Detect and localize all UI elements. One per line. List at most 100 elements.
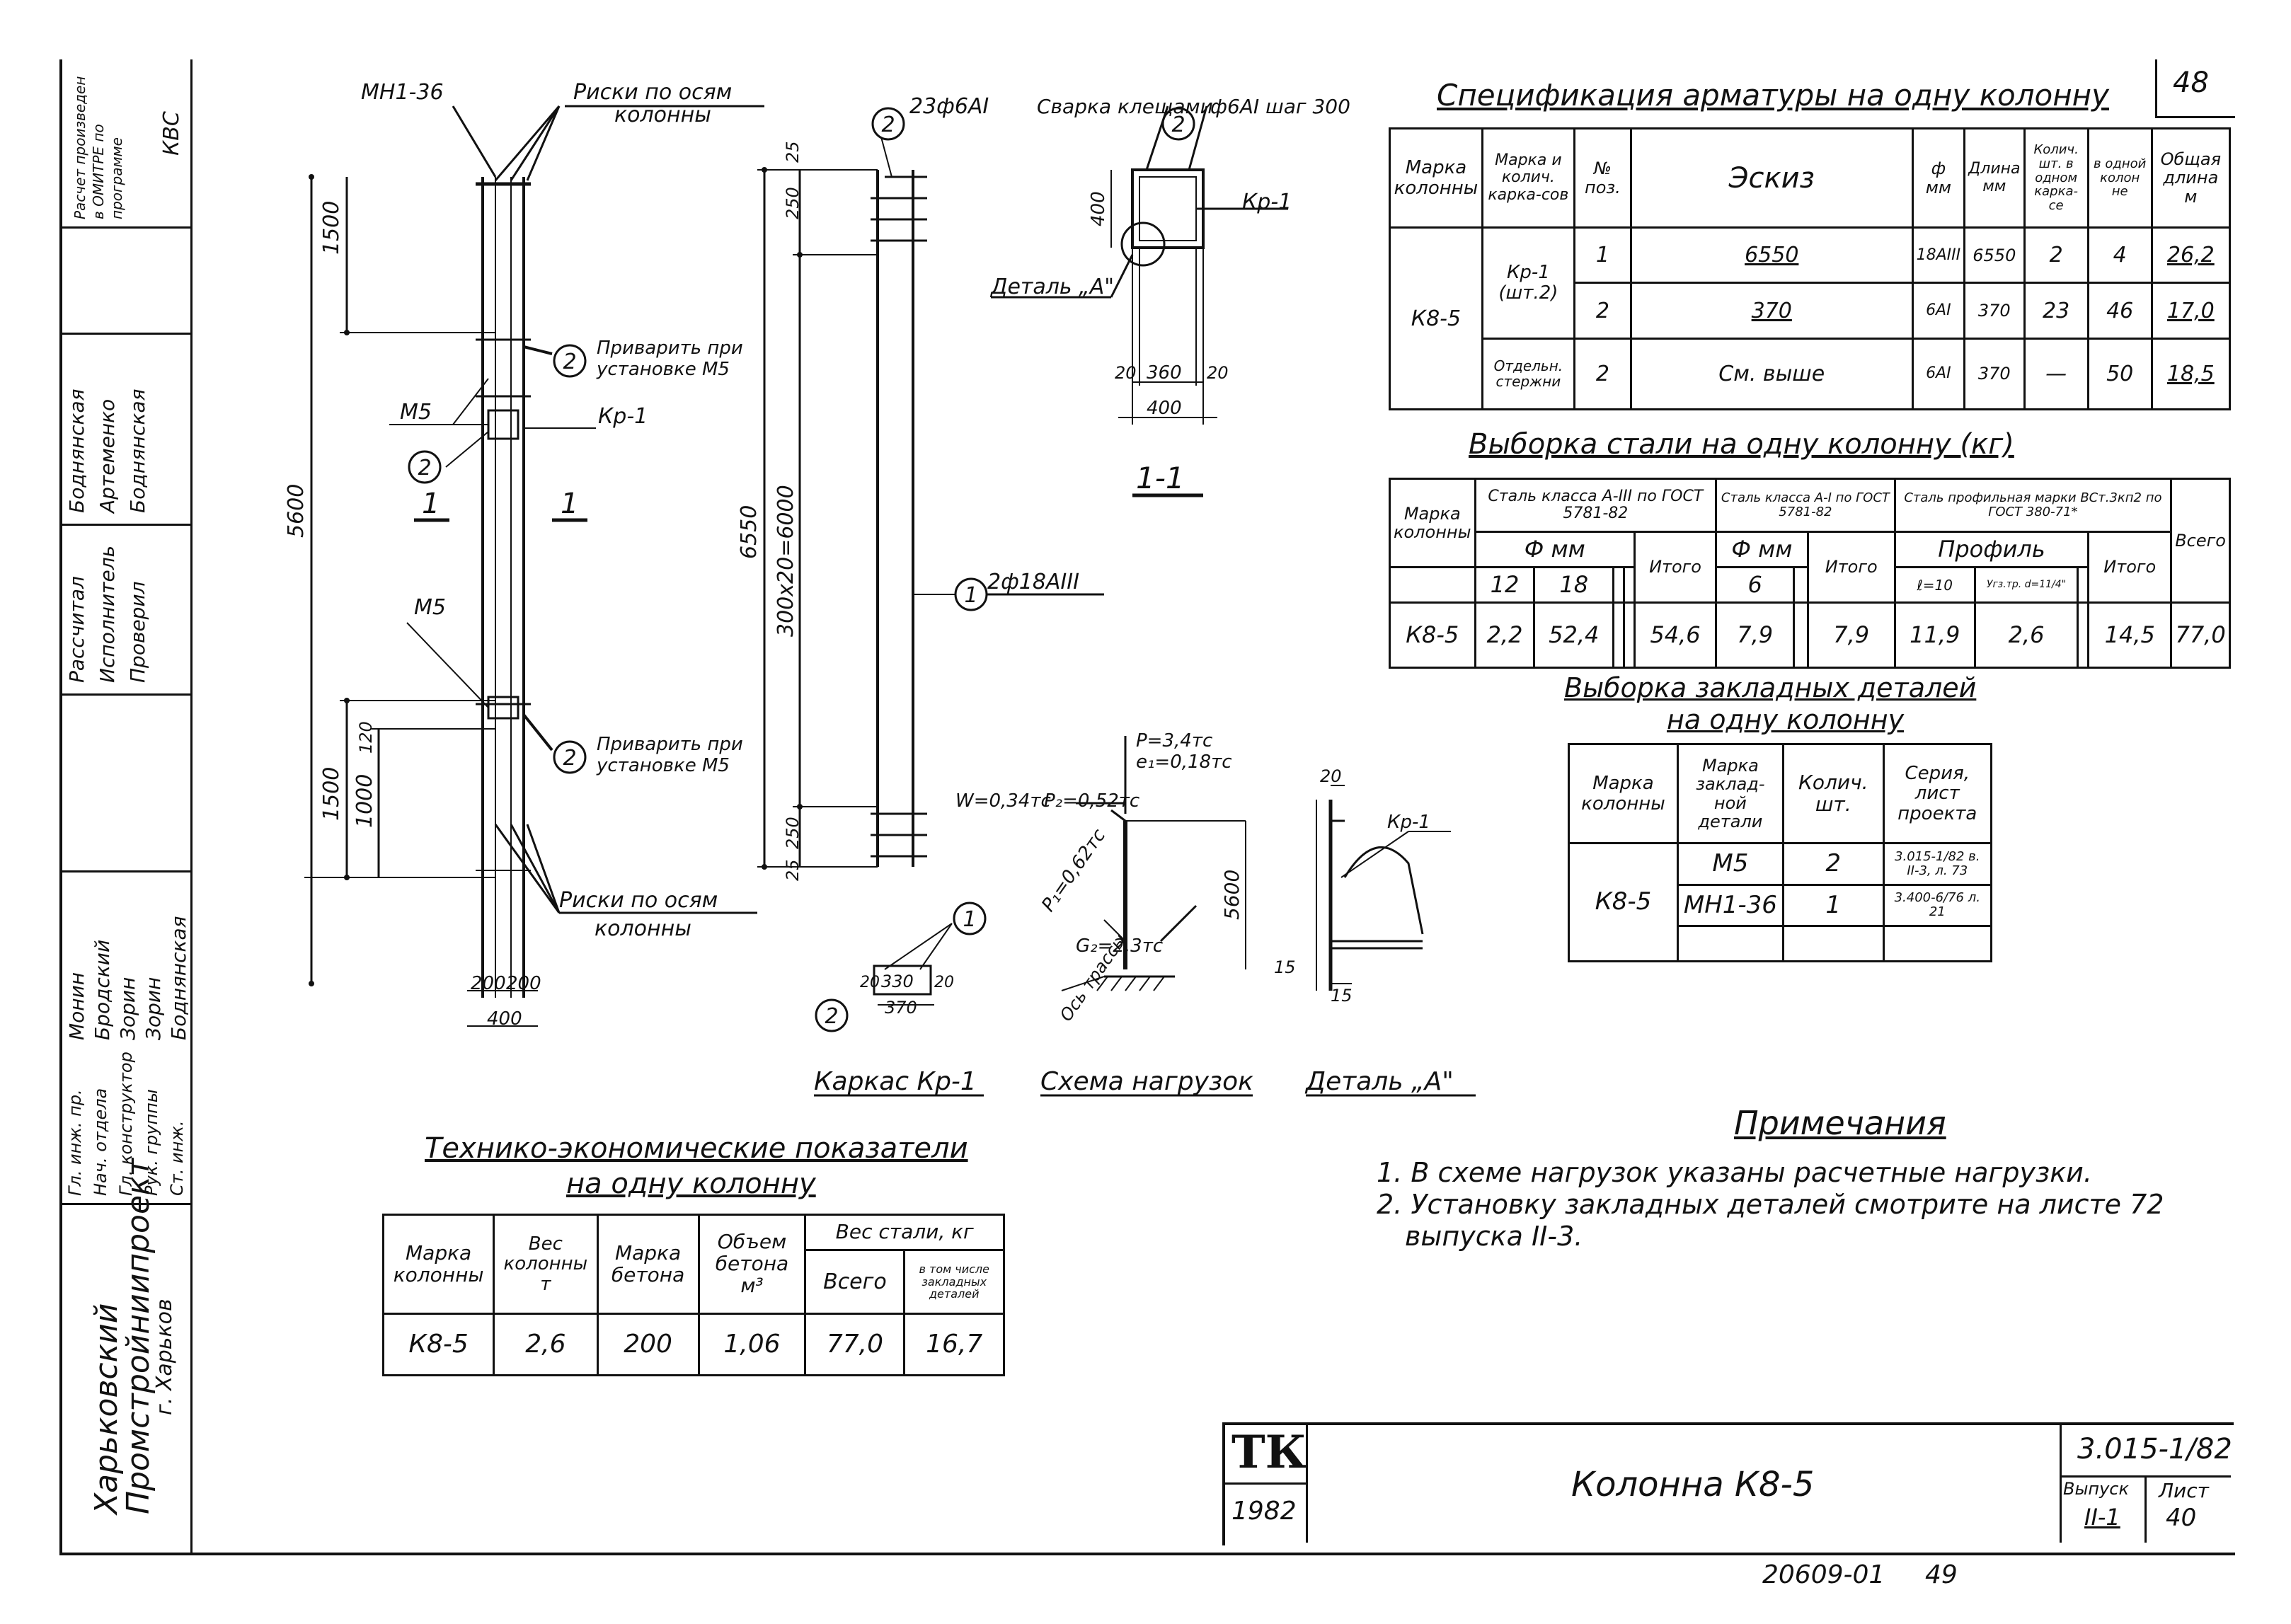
dim-300x20: 300х20=6000 — [774, 485, 798, 637]
sheet-number: 48 — [2173, 67, 2209, 99]
tep-h-all: Всего — [804, 1249, 906, 1315]
spec-q2: 50 — [2086, 337, 2153, 411]
label-kr1-upper: Кр-1 — [598, 404, 648, 429]
dim-1000: 1000 — [352, 774, 377, 828]
dim-20-right: 20 — [1207, 363, 1229, 383]
role-4: Рук. группы — [142, 1089, 161, 1196]
callout-2-left: 2 — [418, 456, 431, 480]
name-3: Зорин — [116, 977, 139, 1040]
spec-q2: 4 — [2086, 226, 2153, 284]
steel-blank — [1623, 601, 1636, 669]
drawing-frame — [59, 59, 2235, 1555]
role2-2: Исполнитель — [96, 545, 119, 683]
dim-25-bottom: 25 — [783, 859, 803, 881]
steel-it1: 54,6 — [1633, 601, 1718, 669]
load-g2: G₂=2,3тс — [1076, 935, 1163, 957]
tep-table: Марка колонны Вес колонны т Марка бетона… — [381, 1214, 1005, 1376]
section-mark-right: 1 — [561, 488, 578, 520]
dim-5600-load: 5600 — [1220, 870, 1244, 920]
dim-250-top: 250 — [783, 187, 803, 219]
spec-mark: К8-5 — [1389, 226, 1483, 410]
dim-20-detail: 20 — [1320, 766, 1342, 786]
steel-blank — [1793, 601, 1809, 669]
steel-h-blank — [2077, 566, 2090, 604]
notes-title: Примечания — [1734, 1104, 1946, 1142]
spec-pos: 1 — [1573, 226, 1632, 284]
dim-370: 370 — [885, 998, 917, 1018]
org-name-1: Харьковский — [88, 1303, 125, 1514]
role-2: Нач. отдела — [91, 1088, 110, 1196]
load-w: W=0,34тс — [955, 790, 1051, 812]
tep-h-embedded: в том числе закладных деталей — [903, 1249, 1005, 1315]
steel-h-profile: Профиль — [1893, 531, 2090, 568]
emb-blank — [1781, 925, 1885, 962]
section-outline — [1131, 168, 1205, 249]
role2-3: Проверил — [126, 581, 149, 683]
stamp-divider-v2 — [2144, 1475, 2147, 1543]
callout-2-stirrup: 2 — [825, 1004, 838, 1029]
tep-weight: 2,6 — [493, 1313, 599, 1376]
dim-330: 330 — [881, 972, 914, 991]
spec-rebar-table: Марка колонны Марка и колич. карка-сов №… — [1389, 127, 2232, 411]
tep-h-grade: Марка бетона — [596, 1214, 700, 1315]
label-m5-lower: М5 — [414, 595, 446, 620]
spec-title: Спецификация арматуры на одну колонну — [1437, 78, 2109, 113]
left-stamp-divider-5 — [59, 333, 190, 335]
callout-2-cage: 2 — [881, 113, 895, 137]
steel-h-a3: Сталь класса А-III по ГОСТ 5781-82 — [1474, 478, 1718, 533]
org-name-3: г. Харьков — [152, 1298, 177, 1415]
embedded-title-2: на одну колонну — [1667, 704, 1905, 735]
section-mark-left: 1 — [422, 488, 440, 520]
label-pitch: ф6АI шаг 300 — [1210, 95, 1350, 118]
steel-p1: 11,9 — [1893, 601, 1976, 669]
spec-len: 6550 — [1963, 226, 2026, 284]
callout-2-weld-lower: 2 — [563, 746, 576, 771]
emb-h-qty: Колич. шт. — [1781, 743, 1885, 844]
label-kolonny-top: колонны — [614, 103, 711, 127]
spec-h-cage: Марка и колич. карка-сов — [1481, 127, 1575, 229]
emb-blank — [1882, 925, 1993, 962]
tep-steel: 77,0 — [804, 1313, 906, 1376]
steel-h-prof: Сталь профильная марки ВСт.3кп2 по ГОСТ … — [1893, 478, 2173, 533]
org-name-2: Промстройниипроект — [120, 1158, 156, 1514]
role-5: Ст. инж. — [167, 1120, 187, 1196]
dim-360: 360 — [1147, 362, 1182, 384]
name-5: Боднянская — [167, 916, 190, 1040]
spec-separate: Отдельн. стержни — [1481, 337, 1575, 411]
label-riski-bottom: Риски по осям — [559, 888, 718, 913]
dim-15-detail-left: 15 — [1274, 957, 1296, 977]
label-weld-clamp: Сварка клещами — [1037, 95, 1213, 118]
dim-5600-column: 5600 — [284, 484, 309, 538]
stamp-divider-left — [1306, 1422, 1308, 1543]
callout-2-section: 2 — [1171, 113, 1185, 137]
dim-400-column: 400 — [487, 1008, 522, 1030]
spec-h-q1: Колич. шт. в одном карка-се — [2023, 127, 2089, 229]
dim-200-right: 200 — [506, 973, 541, 994]
load-p2: P₂=0,52тс — [1044, 790, 1139, 812]
steel-blank — [2077, 601, 2090, 669]
footer-page: 49 — [1925, 1560, 1958, 1589]
emb-h-series: Серия, лист проекта — [1882, 743, 1993, 844]
dim-20-stirrup-left: 20 — [860, 974, 880, 991]
steel-h-blank — [1612, 566, 1625, 604]
label-weld2-bottom: установке М5 — [596, 755, 730, 776]
dim-400-section: 400 — [1147, 398, 1182, 419]
note-line-3: выпуска II-3. — [1405, 1221, 1583, 1252]
dim-6550-cage: 6550 — [737, 505, 762, 559]
steel-h-pr2: Угз.тр. d=11/4" — [1973, 566, 2079, 604]
spec-h-q2: в одной колон не — [2086, 127, 2153, 229]
role-1: Гл. инж. пр. — [65, 1089, 85, 1196]
stamp-divider-right — [2060, 1422, 2062, 1543]
steel-h-mark: Марка колонны — [1389, 478, 1476, 568]
steel-v12: 2,2 — [1474, 601, 1536, 669]
stamp-vyp-label: Выпуск — [2063, 1479, 2129, 1499]
spec-total: 26,2 — [2150, 226, 2232, 284]
left-stamp — [59, 59, 193, 1553]
steel-it3: 14,5 — [2087, 601, 2173, 669]
spec-total: 18,5 — [2150, 337, 2232, 411]
caption-detail-a: Деталь „А" — [1304, 1067, 1454, 1096]
emb-detail: М5 — [1676, 842, 1784, 886]
name2-2: Артеменко — [96, 398, 119, 513]
left-stamp-divider-3 — [59, 693, 190, 696]
